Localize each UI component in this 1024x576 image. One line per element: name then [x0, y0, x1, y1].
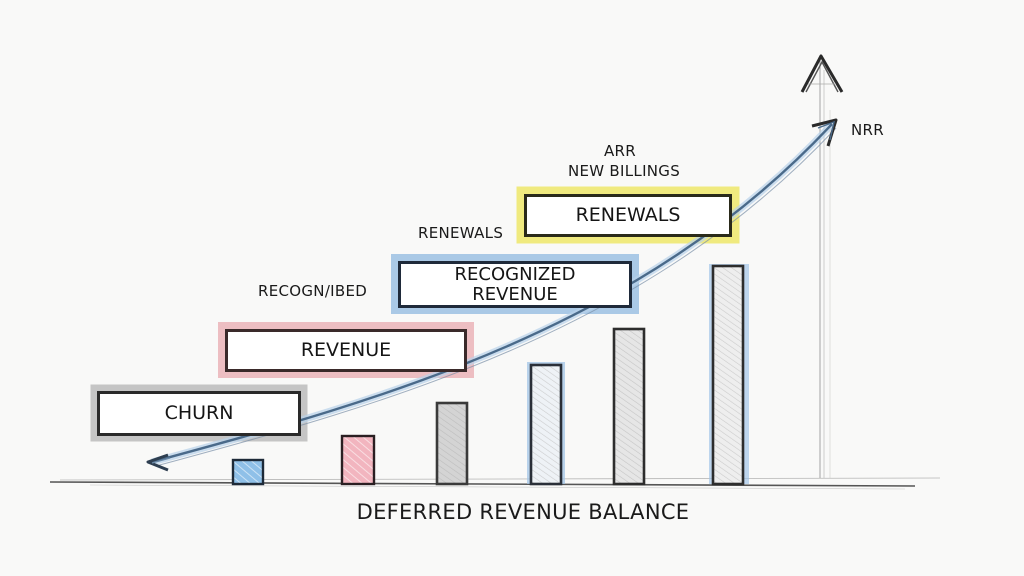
- recognized-side-label: RECOGN/IBED: [258, 282, 368, 300]
- bar-5: [612, 327, 646, 486]
- vertical-axis-arrow-icon: [800, 54, 844, 478]
- renewals-box-label: RENEWALS: [575, 204, 681, 227]
- new-billings-label: NEW BILLINGS: [567, 162, 681, 180]
- renewals-side-label: RENEWALS: [418, 224, 504, 242]
- revenue-box: REVENUE: [225, 329, 467, 372]
- nrr-label: NRR: [851, 121, 884, 139]
- recognized-revenue-line2: REVENUE: [472, 283, 558, 305]
- left-arrowhead-icon: [146, 453, 171, 472]
- recognized-revenue-line1: RECOGNIZED: [454, 263, 576, 285]
- baseline-axis: [49, 477, 941, 490]
- bar-3: [435, 401, 469, 486]
- diagram-title: DEFERRED REVENUE BALANCE: [356, 500, 690, 524]
- renewals-box: RENEWALS: [524, 194, 732, 237]
- arr-label: ARR: [603, 142, 636, 160]
- churn-box: CHURN: [97, 391, 301, 436]
- bar-2: [340, 434, 376, 486]
- bar-4: [527, 362, 565, 486]
- box-glows: [90, 186, 740, 442]
- revenue-label: REVENUE: [300, 339, 392, 362]
- churn-label: CHURN: [164, 402, 234, 425]
- bar-chart: [231, 264, 749, 486]
- bar-6: [709, 264, 749, 486]
- recognized-revenue-box: RECOGNIZED REVENUE: [398, 261, 632, 308]
- bar-1: [231, 458, 265, 486]
